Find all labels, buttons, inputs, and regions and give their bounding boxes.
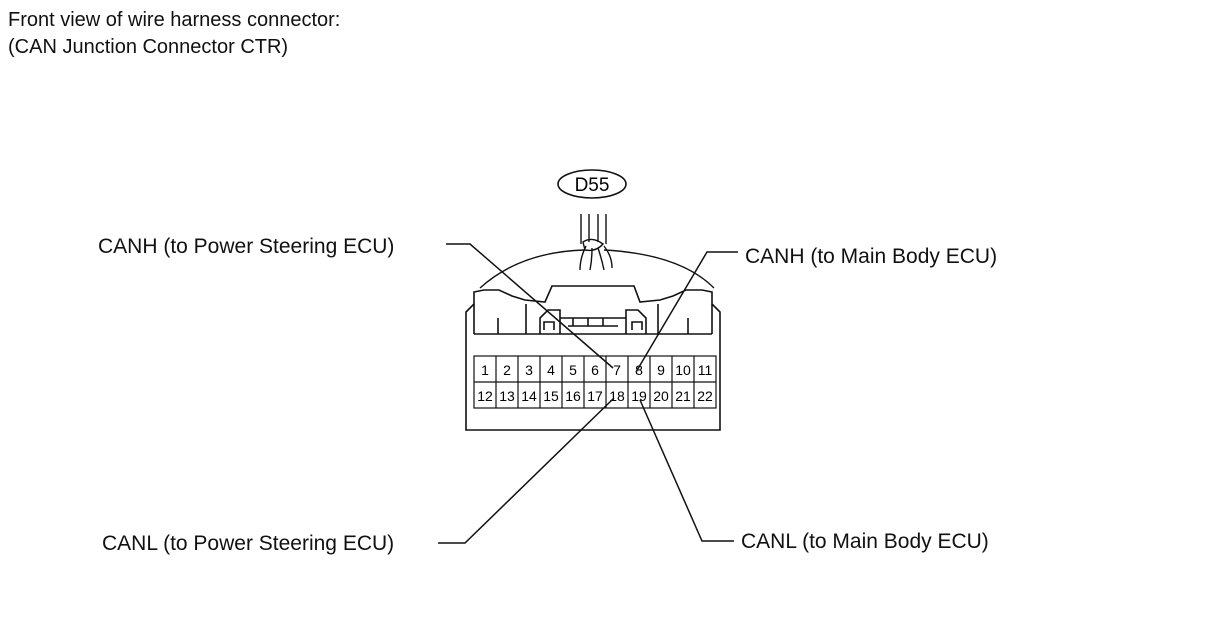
callout-canh-main-body: CANH (to Main Body ECU) <box>745 245 998 268</box>
pin-grid <box>473 355 717 409</box>
connector-code-label: D55 <box>575 175 610 196</box>
pin-number: 4 <box>547 362 555 378</box>
leader-lines <box>438 243 738 544</box>
pin-number: 18 <box>609 388 625 404</box>
leader-canl-power-steering <box>438 397 615 544</box>
pin-number: 17 <box>587 388 603 404</box>
pin-number: 8 <box>635 362 643 378</box>
leader-canl-main-body <box>639 399 734 542</box>
pin-number: 7 <box>613 362 621 378</box>
pin-number: 10 <box>675 362 691 378</box>
leader-canh-main-body <box>635 251 738 373</box>
pin-number: 11 <box>698 362 713 378</box>
callout-canh-power-steering: CANH (to Power Steering ECU) <box>98 235 395 258</box>
diagram-subtitle: (CAN Junction Connector CTR) <box>8 36 289 58</box>
callout-canl-main-body: CANL (to Main Body ECU) <box>741 530 989 553</box>
leader-canh-power-steering <box>446 243 614 369</box>
pin-number: 22 <box>697 388 713 404</box>
pin-number: 5 <box>569 362 577 378</box>
pin-number: 20 <box>653 388 669 404</box>
pin-number: 21 <box>675 388 691 404</box>
pin-number: 15 <box>543 388 559 404</box>
connector-housing <box>465 285 721 431</box>
pin-number: 14 <box>521 388 537 404</box>
pin-number: 12 <box>477 388 493 404</box>
wire-harness-bundle <box>479 214 715 289</box>
pin-number: 13 <box>499 388 515 404</box>
pin-number: 9 <box>657 362 665 378</box>
pin-number: 1 <box>481 362 489 378</box>
callout-canl-power-steering: CANL (to Power Steering ECU) <box>102 532 395 555</box>
pin-number: 16 <box>565 388 581 404</box>
pin-number: 6 <box>591 362 599 378</box>
pin-number: 2 <box>503 362 511 378</box>
diagram-title: Front view of wire harness connector: <box>8 9 341 31</box>
pin-number: 3 <box>525 362 533 378</box>
pin-number: 19 <box>631 388 647 404</box>
connector-code-oval <box>557 169 627 199</box>
